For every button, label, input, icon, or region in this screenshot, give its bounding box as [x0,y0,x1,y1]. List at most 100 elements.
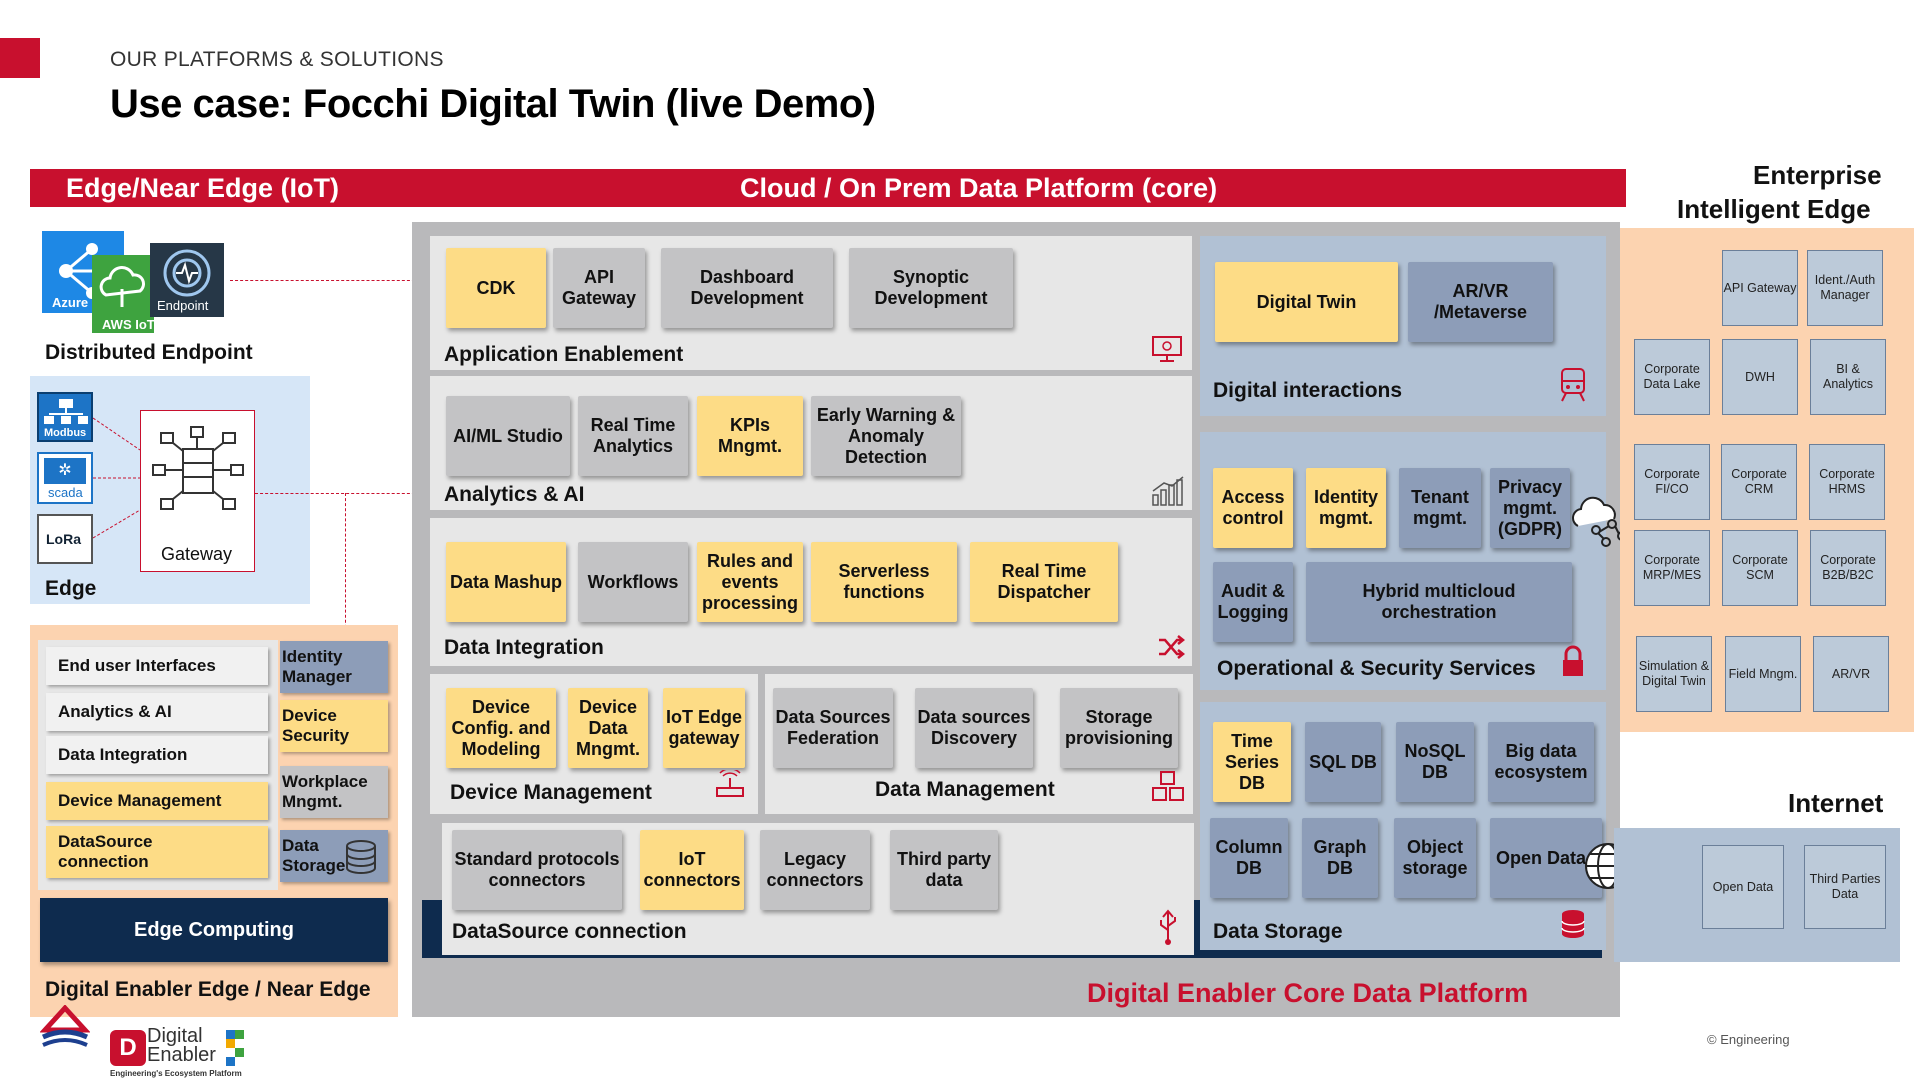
object-storage-box: Object storage [1394,818,1476,898]
iot-edge-gateway-box: IoT Edge gateway [663,688,745,768]
gateway-label: Gateway [161,544,233,564]
lora-icon: LoRa [37,514,93,564]
endpoint-signal-icon [163,249,211,297]
enterprise-fico: Corporate FI/CO [1634,444,1710,520]
logo-tagline: Engineering's Ecosystem Platform [110,1069,242,1078]
shuffle-icon [1159,635,1186,659]
gateway-connector [255,493,420,494]
gateway-icon [152,426,244,510]
banner-edge-label: Edge/Near Edge (IoT) [66,173,340,203]
third-party-data-box: Third party data [890,830,998,910]
api-gateway-box: API Gateway [553,248,645,328]
edge-connectors [93,417,141,539]
real-time-analytics-box: Real Time Analytics [578,396,688,476]
enterprise-simulation-digital-twin: Simulation & Digital Twin [1636,636,1712,712]
standard-protocols-box: Standard protocols connectors [452,830,622,910]
banner-core-label: Cloud / On Prem Data Platform (core) [740,173,1218,203]
router-icon [716,770,744,797]
data-integration-label: Data Integration [444,636,604,659]
near-edge-identity-manager: Identity Manager [280,641,388,693]
section-label: OUR PLATFORMS & SOLUTIONS [110,48,444,71]
near-edge-end-user-interfaces: End user Interfaces [46,647,268,685]
data-sources-discovery-box: Data sources Discovery [915,688,1033,768]
enterprise-title-line1: Enterprise [1753,160,1882,190]
access-control-box: Access control [1213,468,1293,548]
ar-vr-metaverse-box: AR/VR /Metaverse [1408,262,1553,342]
dashboard-development-box: Dashboard Development [661,248,833,328]
internet-third-parties-data: Third Parties Data [1804,845,1886,929]
edge-computing-box: Edge Computing [40,898,388,962]
scada-label: scada [48,485,83,500]
scada-icon: ✲ scada [37,452,93,504]
gateway-down-connector [345,493,346,638]
identity-manager-label: Identity Manager [282,647,352,686]
digital-enabler-logo: D [110,1030,146,1066]
ai-ml-studio-box: AI/ML Studio [446,396,570,476]
edge-computing-label: Edge Computing [134,918,294,941]
near-edge-datasource-connection: DataSource connection [46,826,268,878]
gateway-box: Gateway [140,410,255,572]
enterprise-data-lake: Corporate Data Lake [1634,339,1710,415]
time-series-db-box: Time Series DB [1213,722,1291,802]
enterprise-title-line2: Intelligent Edge [1677,194,1871,224]
enterprise-mrp-mes: Corporate MRP/MES [1634,530,1710,606]
endpoint-label: Endpoint [157,298,209,313]
kpis-mngmt-box: KPIs Mngmt. [697,396,803,476]
enterprise-field-mngm: Field Mngm. [1725,636,1801,712]
graph-db-box: Graph DB [1302,818,1378,898]
lock-icon [1563,645,1583,676]
near-edge-datasource-label: DataSource connection [58,832,153,871]
train-icon [1561,368,1585,402]
device-data-mngmt-box: Device Data Mngmt. [568,688,648,768]
engineering-logo-icon [40,1005,90,1047]
legacy-connectors-box: Legacy connectors [760,830,870,910]
near-edge-device-security: Device Security [280,700,388,752]
enterprise-ar-vr: AR/VR [1813,636,1889,712]
cdk-box: CDK [446,248,546,328]
application-enablement-label: Application Enablement [444,343,684,366]
cloud-network-icon [1572,496,1627,547]
big-data-ecosystem-box: Big data ecosystem [1488,722,1594,802]
page-title: Use case: Focchi Digital Twin (live Demo… [110,82,876,126]
cubes-icon [1152,771,1184,801]
device-security-label: Device Security [282,706,350,745]
serverless-functions-box: Serverless functions [811,542,957,622]
endpoint-connector [230,280,420,281]
core-platform-label: Digital Enabler Core Data Platform [1087,978,1529,1008]
azure-network-icon [59,243,104,299]
brand-square [0,38,40,78]
enterprise-api-gateway: API Gateway [1722,250,1798,326]
copyright: © Engineering [1707,1032,1790,1047]
near-edge-label: Digital Enabler Edge / Near Edge [45,978,371,1001]
open-data-label: Open Data [1496,847,1587,868]
analytics-ai-label: Analytics & AI [444,483,585,506]
data-sources-federation-box: Data Sources Federation [773,688,893,768]
operational-security-label: Operational & Security Services [1217,657,1536,680]
iot-connectors-box: IoT connectors [640,830,744,910]
digital-enabler-logo-line2: Enabler [147,1044,216,1066]
identity-mgmt-box: Identity mgmt. [1306,468,1386,548]
workplace-mngmt-label: Workplace Mngmt. [282,772,368,811]
nosql-db-box: NoSQL DB [1396,722,1474,802]
endpoint-logo: Endpoint [150,243,224,317]
near-edge-analytics-ai: Analytics & AI [46,693,268,731]
device-config-box: Device Config. and Modeling [446,688,556,768]
internet-title: Internet [1788,788,1884,818]
monitor-icon [1152,336,1182,362]
enterprise-scm: Corporate SCM [1722,530,1798,606]
logo-squares [226,1030,244,1066]
rules-events-box: Rules and events processing [697,542,803,622]
aws-cloud-icon [99,266,145,307]
near-edge-data-integration: Data Integration [46,736,268,774]
near-edge-device-management: Device Management [46,782,268,820]
storage-provisioning-box: Storage provisioning [1060,688,1178,768]
usb-icon [1160,909,1176,945]
database-red-icon [1561,910,1585,938]
lora-label: LoRa [46,531,81,547]
digital-twin-box: Digital Twin [1215,262,1398,342]
enterprise-crm: Corporate CRM [1721,444,1797,520]
enterprise-b2b-b2c: Corporate B2B/B2C [1810,530,1886,606]
audit-logging-box: Audit & Logging [1213,562,1293,642]
synoptic-development-box: Synoptic Development [849,248,1013,328]
modbus-icon: Modbus [37,392,93,442]
